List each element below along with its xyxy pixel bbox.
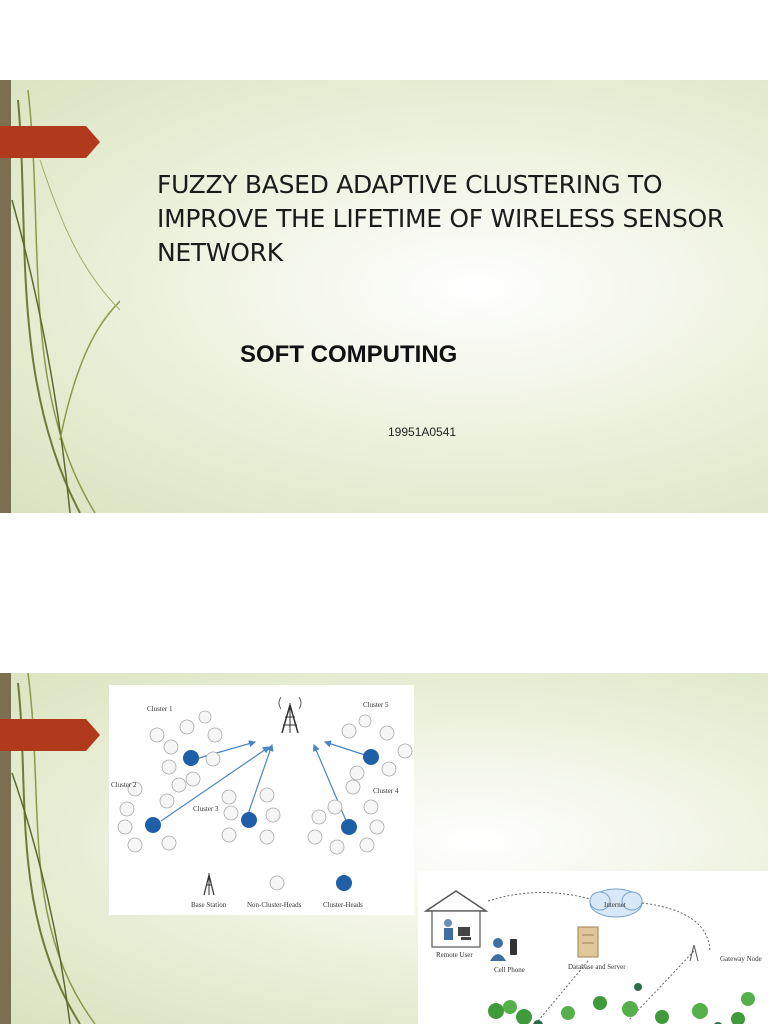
remote-user-label: Remote User (436, 951, 473, 959)
legend-cluster-heads-label: Cluster-Heads (323, 901, 363, 909)
cluster-head (363, 749, 379, 765)
legend: Base Station Non-Cluster-Heads Cluster-H… (191, 873, 363, 909)
cluster-network-diagram: Cluster 1 Cluster 2 Cluster 3 Cluster 4 … (109, 685, 414, 915)
cluster-2-label: Cluster 2 (111, 781, 137, 789)
legend-non-cluster-head (269, 875, 285, 891)
legend-non-cluster-heads-label: Non-Cluster-Heads (247, 901, 302, 909)
accent-tab (0, 719, 100, 751)
cluster-head (145, 817, 161, 833)
roll-number: 19951A0541 (388, 425, 457, 439)
cluster-head (241, 812, 257, 828)
accent-tab (0, 126, 100, 158)
cluster-head (341, 819, 357, 835)
cluster-1-label: Cluster 1 (147, 705, 173, 713)
cluster-4-label: Cluster 4 (373, 787, 399, 795)
title-slide: FUZZY BASED ADAPTIVE CLUSTERING TO IMPRO… (0, 80, 768, 513)
sensor-field-trees (488, 983, 755, 1024)
slide-title: FUZZY BASED ADAPTIVE CLUSTERING TO IMPRO… (157, 170, 724, 267)
internet-cloud-icon (589, 888, 643, 918)
house-icon (423, 890, 489, 948)
legend-cluster-head (336, 875, 352, 891)
gateway-node-label: Gateway Node (720, 955, 762, 963)
diagram-slide: Cluster 1 Cluster 2 Cluster 3 Cluster 4 … (0, 673, 768, 1024)
cluster-head (183, 750, 199, 766)
cell-phone-user-icon (490, 938, 517, 961)
base-station-icon (278, 696, 302, 734)
slide-left-bar (0, 673, 11, 1024)
legend-base-station-icon (203, 873, 215, 896)
slide-left-bar (0, 80, 11, 513)
server-icon (577, 926, 599, 958)
cluster-3-label: Cluster 3 (193, 805, 219, 813)
cell-phone-label: Cell Phone (494, 966, 525, 974)
internet-label: Internet (604, 901, 626, 909)
slide-subtitle: SOFT COMPUTING (240, 341, 458, 368)
cluster-5-label: Cluster 5 (363, 701, 389, 709)
wsn-architecture-diagram: Remote User Cell Phone Database and Serv… (418, 871, 768, 1024)
legend-base-station-label: Base Station (191, 901, 227, 909)
database-server-label: Database and Server (568, 963, 626, 971)
gateway-node-icon (689, 944, 699, 962)
